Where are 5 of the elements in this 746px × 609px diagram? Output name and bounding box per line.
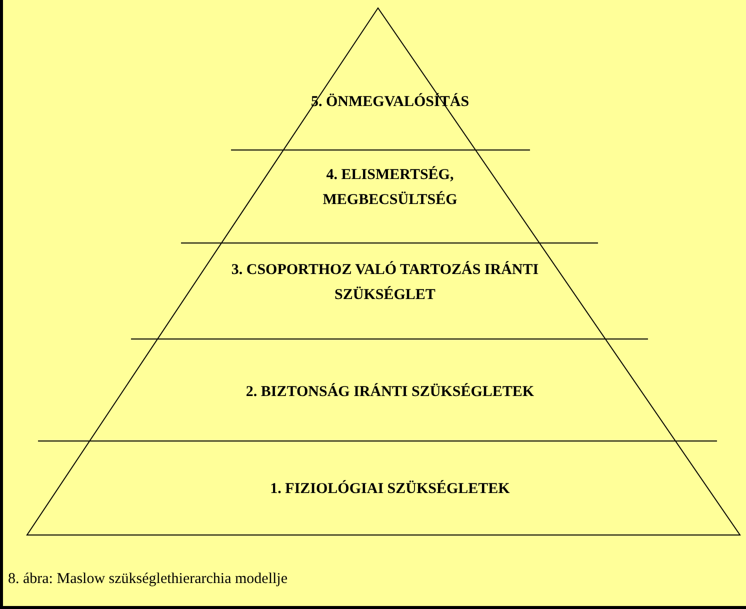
level-label: 3. CSOPORTHOZ VALÓ TARTOZÁS IRÁNTI SZÜKSÉGLET: [230, 258, 540, 308]
level-label: 2. BIZTONSÁG IRÁNTI SZÜKSÉGLETEK: [140, 380, 640, 405]
level-label: 4. ELISMERTSÉG, MEGBECSÜLTSÉG: [295, 163, 485, 213]
level-label: 1. FIZIOLÓGIAI SZÜKSÉGLETEK: [120, 477, 660, 502]
figure-caption: 8. ábra: Maslow szükséglethierarchia modellje: [8, 571, 288, 588]
